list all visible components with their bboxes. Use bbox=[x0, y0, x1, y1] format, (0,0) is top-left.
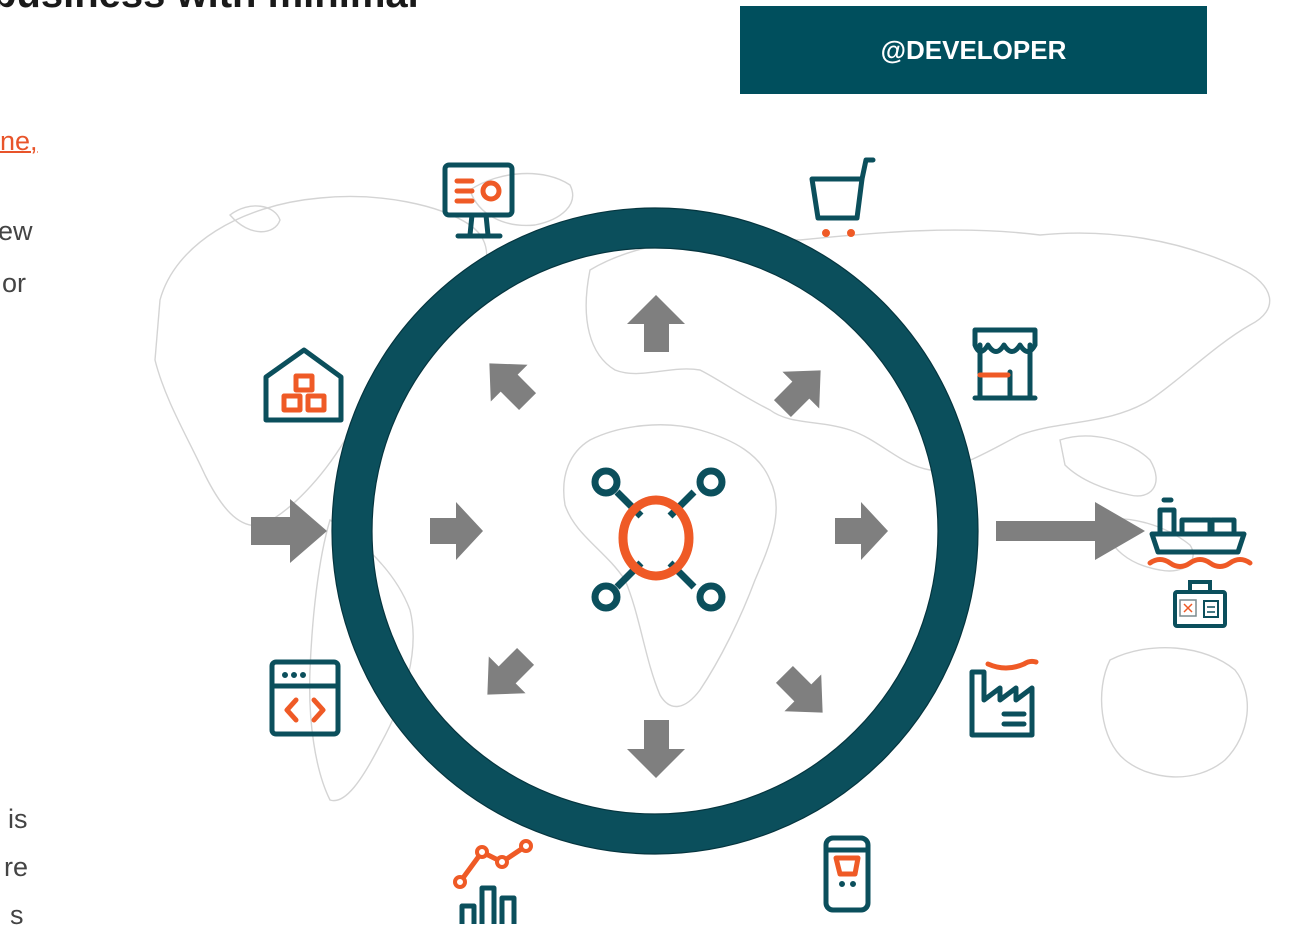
arrow-down-right bbox=[775, 665, 823, 713]
storefront-icon bbox=[972, 327, 1038, 401]
arrow-up-right bbox=[773, 370, 821, 418]
shopping-cart-icon bbox=[809, 157, 876, 237]
body-text-line-5: s bbox=[10, 900, 24, 930]
body-text-line-2: or bbox=[2, 268, 27, 298]
arrow-down bbox=[627, 720, 685, 778]
world-map bbox=[154, 172, 1271, 802]
arrow-left-inner bbox=[430, 502, 483, 560]
analytics-chart-icon bbox=[453, 839, 533, 924]
luggage-icon bbox=[1173, 580, 1227, 628]
arrow-up-left bbox=[489, 363, 537, 411]
body-link[interactable]: ne, bbox=[0, 126, 38, 156]
body-text-line-4: re bbox=[4, 852, 29, 882]
body-text-line-1: ew bbox=[0, 216, 33, 246]
hub-network-icon bbox=[591, 467, 726, 612]
arrow-down-left bbox=[487, 647, 535, 695]
ring-outline-outer bbox=[331, 207, 979, 855]
factory-icon bbox=[969, 658, 1039, 738]
network-ring bbox=[332, 208, 978, 854]
monitor-dashboard-icon bbox=[442, 162, 515, 239]
radial-arrows bbox=[430, 295, 888, 778]
developer-badge[interactable]: @DEVELOPER bbox=[740, 6, 1207, 94]
warehouse-icon bbox=[263, 347, 344, 423]
arrow-right-inner bbox=[835, 502, 888, 560]
body-text-line-3: is bbox=[8, 804, 28, 834]
ring-outline-inner bbox=[371, 247, 939, 815]
arrow-up bbox=[627, 295, 685, 352]
mobile-shop-icon bbox=[823, 835, 871, 913]
outgoing-arrow bbox=[996, 502, 1145, 560]
incoming-arrow bbox=[251, 499, 327, 563]
code-window-icon bbox=[269, 659, 341, 737]
cargo-ship-icon bbox=[1147, 497, 1253, 569]
page-heading: business with minimal bbox=[0, 0, 419, 17]
